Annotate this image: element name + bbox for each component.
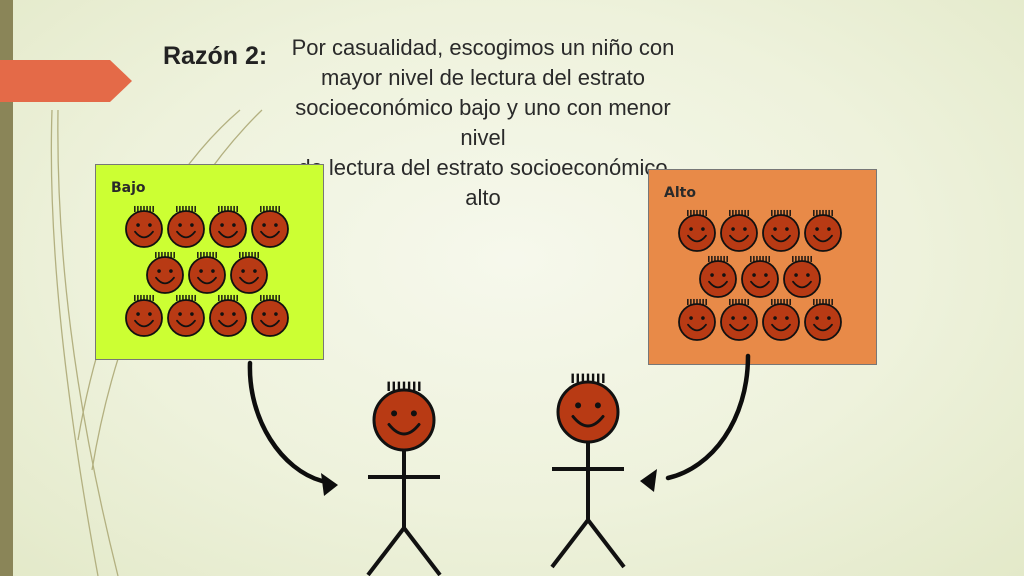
smiley-face-icon: [762, 298, 800, 341]
smiley-face-icon: [783, 255, 821, 298]
smiley-face-icon: [125, 205, 163, 248]
curved-arrow-icon: [640, 353, 751, 492]
group-label-low: Bajo: [111, 180, 146, 196]
smiley-face-icon: [188, 251, 226, 294]
slide-text-line: socioeconómico bajo y uno con menor nive…: [295, 95, 671, 150]
smiley-face-icon: [762, 209, 800, 252]
accent-tab: [0, 60, 132, 102]
smiley-face-icon: [146, 251, 184, 294]
smiley-face-icon: [678, 209, 716, 252]
smiley-face-icon: [251, 294, 289, 337]
smiley-face-icon: [251, 205, 289, 248]
smiley-face-icon: [209, 205, 247, 248]
smiley-face-icon: [230, 251, 268, 294]
stick-figure-icon-head-icon: [556, 373, 620, 444]
slide-heading: Razón 2:: [163, 42, 268, 70]
stick-figure-icon: [550, 442, 626, 569]
smiley-face-icon: [804, 209, 842, 252]
smiley-face-icon: [804, 298, 842, 341]
slide-text-line: mayor nivel de lectura del estrato: [320, 65, 646, 90]
smiley-face-icon: [720, 209, 758, 252]
group-box-high: Alto: [648, 169, 877, 365]
stick-figure-icon: [366, 450, 442, 576]
slide-text: Por casualidad, escogimos un niño con ma…: [288, 33, 678, 213]
smiley-face-icon: [678, 298, 716, 341]
smiley-face-icon: [167, 294, 205, 337]
smiley-face-icon: [125, 294, 163, 337]
curved-arrow-icon: [247, 360, 338, 496]
smiley-face-icon: [209, 294, 247, 337]
slide-text-line: de lectura del estrato socioeconómico al…: [298, 155, 668, 210]
stick-figure-icon-head-icon: [372, 381, 436, 452]
slide-text-line: Por casualidad, escogimos un niño con: [291, 35, 675, 60]
smiley-face-icon: [720, 298, 758, 341]
slide-left-bar: [0, 0, 13, 576]
smiley-face-icon: [741, 255, 779, 298]
group-label-high: Alto: [664, 185, 696, 201]
smiley-face-icon: [167, 205, 205, 248]
smiley-face-icon: [699, 255, 737, 298]
